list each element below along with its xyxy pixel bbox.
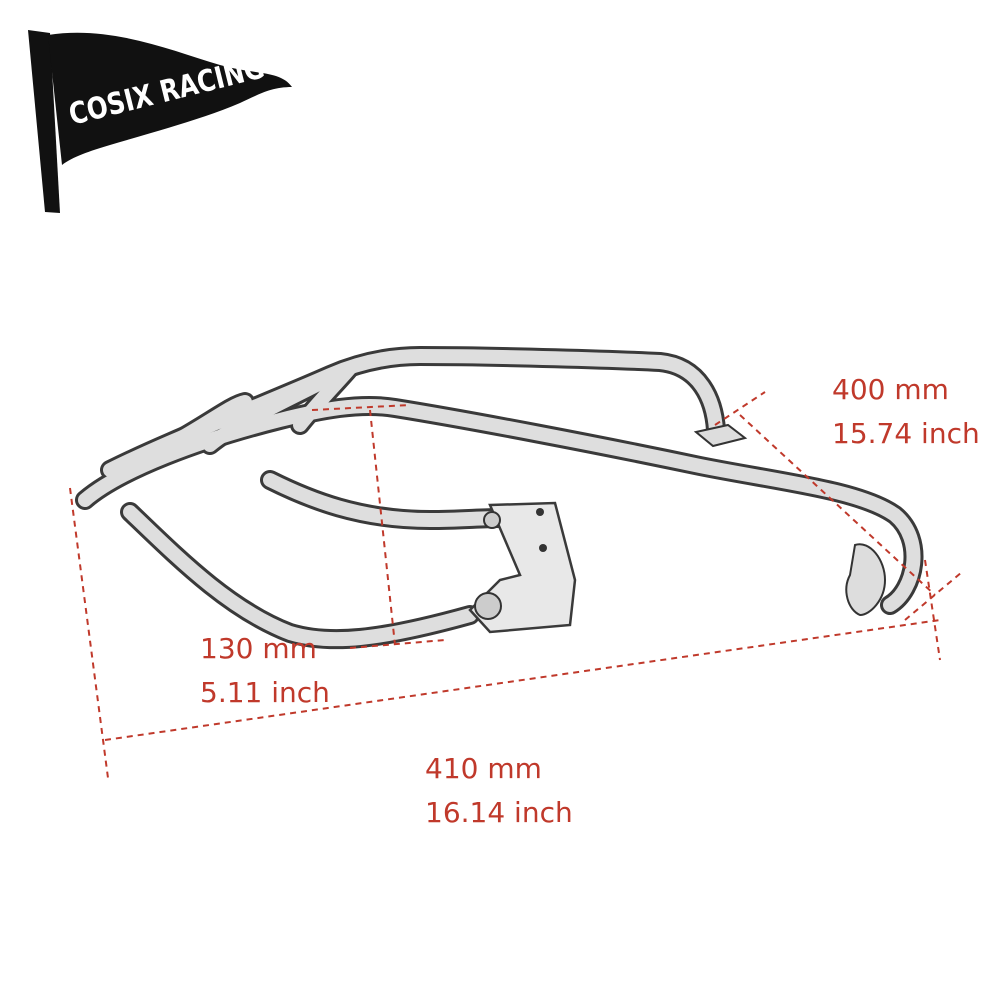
height-mm: 130 mm (200, 632, 317, 665)
flag-pole (28, 30, 60, 213)
front-clamp (845, 543, 887, 617)
pennant-flag-logo: COSIX RACING (28, 30, 292, 213)
dimension-label-width: 410 mm 16.14 inch (425, 747, 573, 835)
bolt-hole (536, 508, 544, 516)
mounting-bracket (468, 501, 577, 634)
dimension-line-width (104, 619, 941, 741)
extension-line (311, 404, 411, 411)
tube-fills (78, 349, 921, 647)
extension-line (924, 559, 941, 661)
width-inch: 16.14 inch (425, 796, 573, 829)
bolt-hole (539, 544, 547, 552)
dimension-lines (69, 391, 963, 779)
depth-mm: 400 mm (832, 373, 949, 406)
foot-tab (693, 423, 748, 448)
dimension-line-depth (739, 414, 936, 596)
height-inch: 5.11 inch (200, 676, 330, 709)
depth-inch: 15.74 inch (832, 417, 980, 450)
width-mm: 410 mm (425, 752, 542, 785)
extension-line (904, 571, 963, 621)
extension-line (349, 639, 446, 649)
bolt-head (474, 592, 502, 620)
dimension-label-depth: 400 mm 15.74 inch (832, 368, 980, 456)
flag-banner (48, 32, 292, 166)
dimension-label-height: 130 mm 5.11 inch (200, 627, 330, 715)
bolt-head (483, 511, 501, 529)
extension-line (714, 391, 766, 426)
extension-line (69, 487, 109, 779)
